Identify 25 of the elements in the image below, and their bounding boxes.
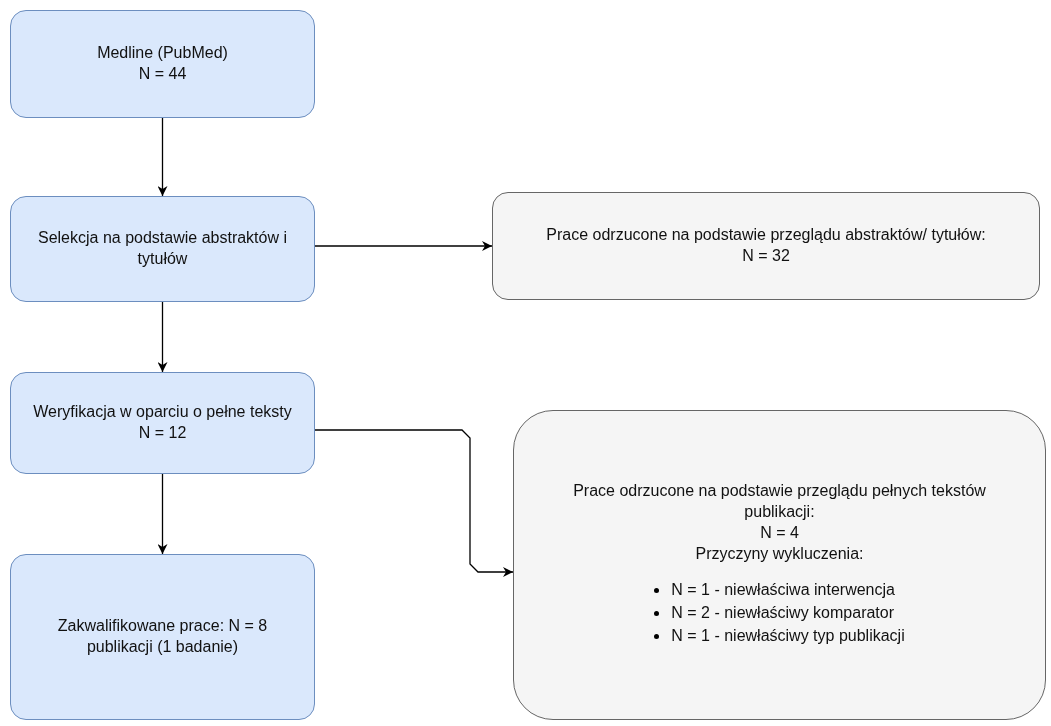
- node-text: N = 44: [138, 64, 187, 84]
- arrow: [314, 429, 514, 577]
- node-text: Selekcja na podstawie abstraktów i tytułów: [37, 228, 288, 269]
- process-box: [10, 554, 315, 720]
- list-item: N = 1 - niewłaściwy typ publikacji: [671, 626, 905, 646]
- node-text: N = 32: [742, 246, 790, 266]
- node-text: Prace odrzucone na podstawie przeglądu pełnych tekstów publikacji:: [572, 481, 987, 522]
- node-text: Weryfikacja w oparciu o pełne teksty: [33, 402, 292, 423]
- arrow: [157, 473, 168, 555]
- node-text: Medline (PubMed): [97, 43, 228, 64]
- arrow: [157, 117, 168, 197]
- node-text: Prace odrzucone na podstawie przeglądu abstraktów/ tytułów:: [546, 225, 986, 246]
- arrow: [157, 301, 168, 373]
- arrow: [314, 241, 493, 251]
- list-item: N = 1 - niewłaściwa interwencja: [671, 580, 895, 601]
- note-box: [492, 192, 1040, 300]
- process-box: [10, 10, 315, 118]
- node-text: N = 4: [760, 522, 799, 543]
- process-box: [10, 196, 315, 302]
- process-box: [10, 372, 315, 474]
- node-text: Przyczyny wykluczenia:: [695, 543, 864, 564]
- note-box: [513, 410, 1046, 720]
- node-text: Zakwalifikowane prace: N = 8 publikacji (1 badanie): [56, 616, 269, 657]
- node-text: N = 12: [138, 423, 187, 443]
- list-item: N = 2 - niewłaściwy komparator: [671, 603, 895, 624]
